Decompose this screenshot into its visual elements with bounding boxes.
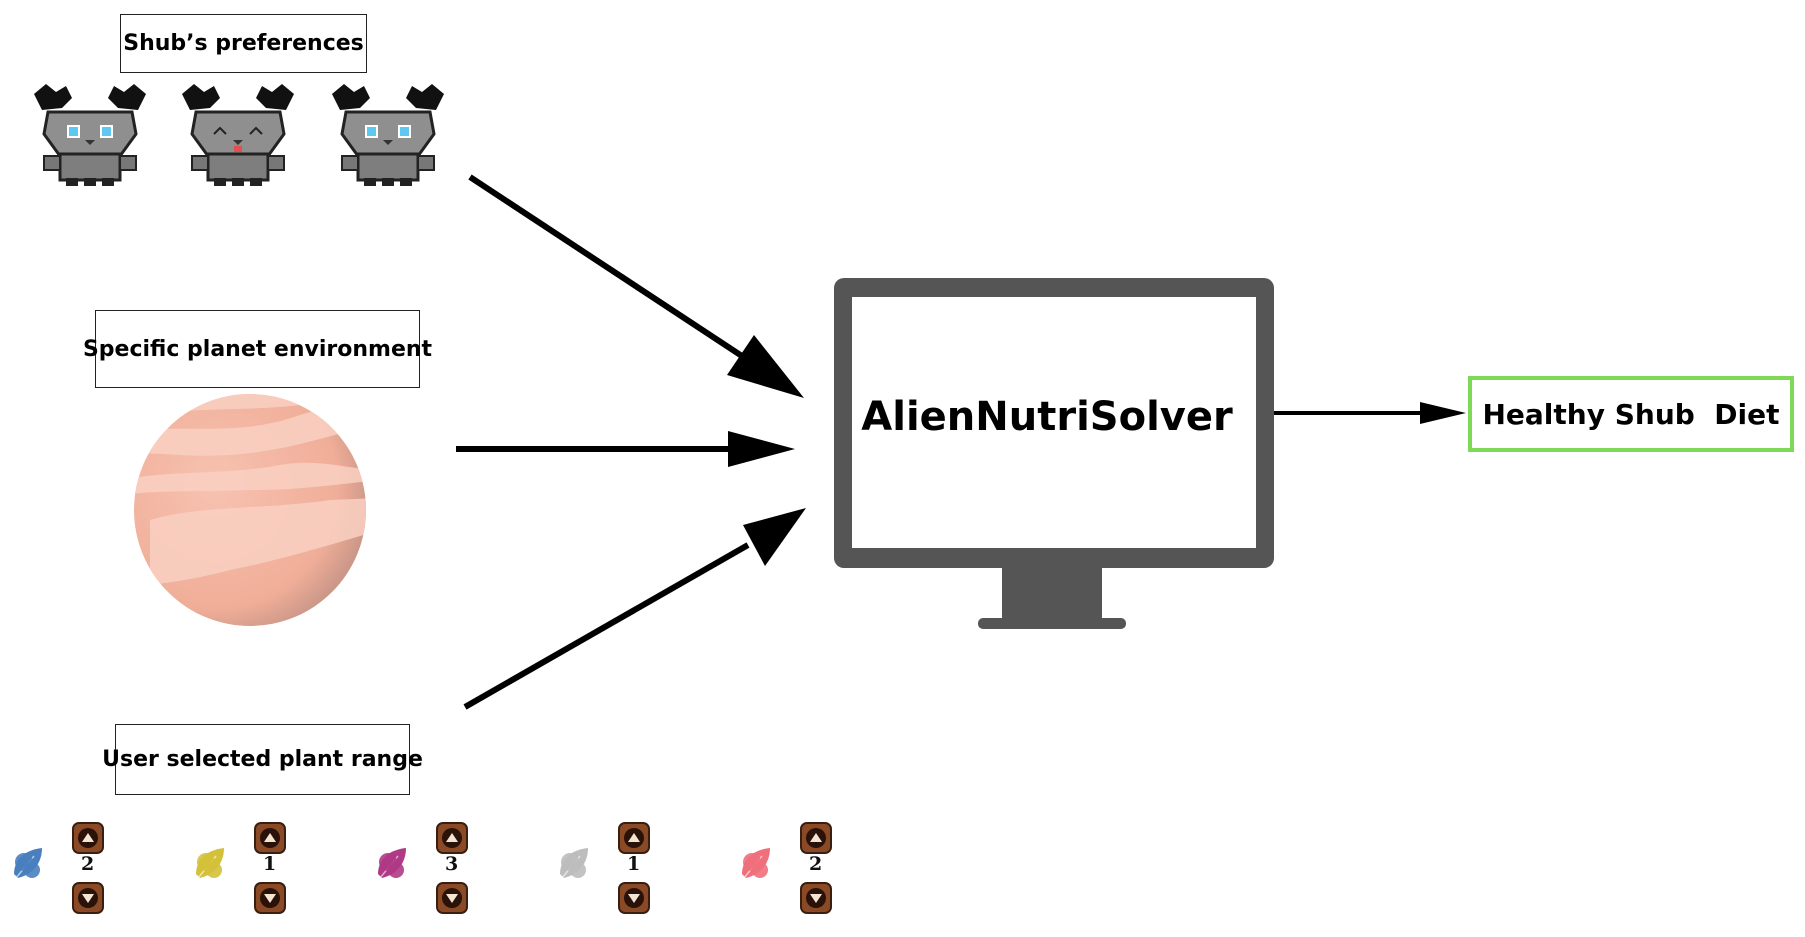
environment-label: Specific planet environment bbox=[83, 310, 432, 388]
increase-button[interactable] bbox=[618, 822, 650, 854]
shub-icon bbox=[34, 84, 146, 186]
leaf-icon bbox=[196, 848, 224, 879]
decrease-button[interactable] bbox=[436, 882, 468, 914]
increase-button[interactable] bbox=[436, 822, 468, 854]
preferences-label: Shub’s preferences bbox=[120, 14, 367, 73]
plant-selector-row: 2 1 3 1 2 bbox=[14, 822, 832, 914]
monitor-icon bbox=[834, 278, 1274, 629]
leaf-icon bbox=[14, 848, 42, 879]
increase-button[interactable] bbox=[72, 822, 104, 854]
plant-selector: 1 bbox=[560, 822, 650, 914]
plant-selector: 2 bbox=[742, 822, 832, 914]
solver-title: AlienNutriSolver bbox=[861, 394, 1233, 440]
plant-count: 2 bbox=[809, 853, 822, 875]
shub-characters bbox=[34, 84, 444, 186]
plant-count: 3 bbox=[445, 853, 458, 875]
plant-count: 1 bbox=[263, 853, 276, 875]
decrease-button[interactable] bbox=[618, 882, 650, 914]
leaf-icon bbox=[378, 848, 406, 879]
increase-button[interactable] bbox=[800, 822, 832, 854]
plant-selector: 2 bbox=[14, 822, 104, 914]
arrow-preferences-to-solver bbox=[468, 174, 804, 398]
arrow-plants-to-solver bbox=[463, 508, 806, 710]
plant-range-label: User selected plant range bbox=[102, 724, 423, 795]
arrow-solver-to-output bbox=[1258, 402, 1466, 424]
output-diet-box: Healthy Shub Diet bbox=[1468, 376, 1794, 452]
leaf-icon bbox=[742, 848, 770, 879]
leaf-icon bbox=[560, 848, 588, 879]
plant-count: 2 bbox=[81, 853, 94, 875]
shub-icon bbox=[182, 84, 294, 186]
arrow-environment-to-solver bbox=[456, 431, 795, 467]
decrease-button[interactable] bbox=[254, 882, 286, 914]
increase-button[interactable] bbox=[254, 822, 286, 854]
plant-selector: 1 bbox=[196, 822, 286, 914]
plant-count: 1 bbox=[627, 853, 640, 875]
plant-selector: 3 bbox=[378, 822, 468, 914]
decrease-button[interactable] bbox=[800, 882, 832, 914]
planet-icon bbox=[134, 394, 366, 626]
decrease-button[interactable] bbox=[72, 882, 104, 914]
shub-icon bbox=[332, 84, 444, 186]
